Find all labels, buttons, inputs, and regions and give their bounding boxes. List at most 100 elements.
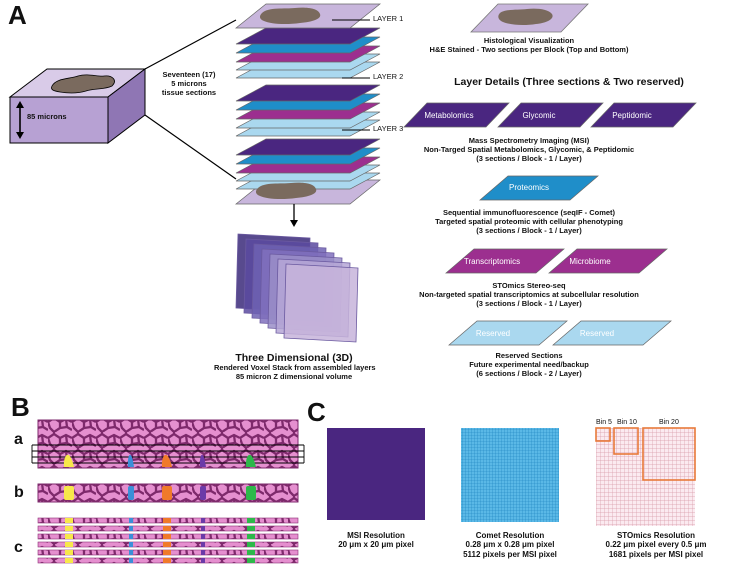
cell-marker-c — [201, 550, 205, 555]
peptidomic-section — [590, 102, 697, 128]
down-arrow-head — [290, 220, 298, 227]
panel-b-diagram — [31, 419, 305, 564]
stomics-line-3: (3 sections / Block - 1 / Layer) — [476, 298, 582, 308]
proteomics-section — [479, 175, 599, 201]
stomics-bin-grid — [595, 427, 696, 526]
tissue-block — [8, 67, 147, 145]
label-transcriptomics: Transcriptomics — [463, 257, 521, 266]
panel-b-row-a: a — [14, 431, 23, 448]
three-d-caption: Three Dimensional (3D) Rendered Voxel St… — [214, 352, 376, 382]
cell-marker-a — [63, 454, 74, 467]
top-section-tissue — [259, 7, 321, 25]
he-caption: Histological Visualization H&E Stained -… — [421, 36, 637, 55]
microbiome-section — [548, 248, 668, 274]
metabolomics-section — [403, 102, 510, 128]
bin-20-label: Bin 20 — [659, 419, 679, 426]
cell-marker-c — [163, 518, 171, 523]
comet-resolution-title: Comet Resolution — [475, 531, 545, 540]
msi-resolution-caption: MSI Resolution 20 μm x 20 μm pixel — [306, 531, 446, 550]
comet-line-2: Targeted spatial proteomic with cellular… — [435, 216, 623, 226]
section-stack — [235, 3, 381, 205]
comet-resolution-line-1: 0.28 μm x 0.28 μm pixel — [465, 540, 555, 550]
cell-marker-c — [163, 526, 171, 531]
sections-line-3: tissue sections — [161, 87, 217, 97]
cell-marker-c — [163, 534, 171, 539]
cell-marker-c — [129, 518, 133, 523]
cell-marker-c — [129, 534, 133, 539]
bottom-section-tissue — [255, 182, 317, 200]
msi-resolution-title: MSI Resolution — [347, 531, 405, 540]
label-metabolomics: Metabolomics — [424, 111, 474, 120]
panel-label-b: B — [11, 392, 30, 422]
label-peptidomic: Peptidomic — [612, 111, 652, 120]
cell-marker-c — [129, 542, 133, 547]
he-section-icon — [470, 3, 589, 33]
cell-marker-c — [201, 518, 205, 523]
msi-line-3: (3 sections / Block - 1 / Layer) — [476, 153, 582, 163]
cell-marker-c — [201, 558, 205, 563]
panel-label-c: C — [307, 397, 326, 427]
cell-marker-c — [65, 542, 73, 547]
cell-marker-c — [163, 542, 171, 547]
cell-marker-b — [162, 486, 172, 500]
cell-marker-c — [163, 550, 171, 555]
msi-line-1: Mass Spectrometry Imaging (MSI) — [468, 136, 590, 145]
bin-5-label: Bin 5 — [596, 419, 612, 426]
layer-1-label: LAYER 1 — [373, 14, 404, 23]
stack-section — [235, 84, 381, 102]
cell-marker-c — [129, 558, 133, 563]
cell-marker-c — [65, 558, 73, 563]
cell-marker-a — [245, 454, 256, 467]
reserved-section-2 — [552, 320, 672, 346]
layer-2-label: LAYER 2 — [373, 72, 404, 81]
sections-line-1: Seventeen (17) — [162, 70, 216, 79]
cell-marker-c — [247, 542, 255, 547]
cell-marker-b — [200, 486, 206, 500]
stomics-resolution-caption: STOmics Resolution 0.22 μm pixel every 0… — [586, 531, 726, 559]
cell-marker-c — [247, 558, 255, 563]
stomics-resolution-line-2: 1681 pixels per MSI pixel — [608, 549, 704, 559]
cell-marker-c — [163, 558, 171, 563]
cell-marker-b — [246, 486, 256, 500]
cell-marker-c — [201, 542, 205, 547]
block-thickness-label: 85 microns — [27, 112, 67, 121]
bin-10-label: Bin 10 — [617, 419, 637, 426]
msi-line-2: Non-Targed Spatial Metabolomics, Glycomi… — [423, 144, 635, 154]
three-d-line-1: Rendered Voxel Stack from assembled laye… — [214, 363, 376, 373]
panel-b-row-b: b — [14, 484, 24, 501]
cell-marker-c — [65, 518, 73, 523]
cell-marker-c — [247, 526, 255, 531]
voxel-layer — [283, 263, 359, 343]
msi-pixel-square — [327, 428, 425, 520]
transcriptomics-section — [445, 248, 565, 274]
cell-marker-c — [65, 550, 73, 555]
layer-detail-icons — [403, 102, 697, 346]
comet-line-3: (3 sections / Block - 1 / Layer) — [476, 225, 582, 235]
label-glycomic: Glycomic — [522, 111, 556, 120]
stack-section — [235, 138, 381, 156]
comet-resolution-caption: Comet Resolution 0.28 μm x 0.28 μm pixel… — [440, 531, 580, 559]
panel-label-a: A — [8, 0, 27, 30]
cell-marker-a — [161, 454, 172, 467]
reserved-line-1: Reserved Sections — [495, 351, 563, 360]
comet-line-1: Sequential immunofluorescence (seqIF - C… — [442, 208, 616, 217]
cell-marker-c — [129, 526, 133, 531]
cell-marker-c — [247, 518, 255, 523]
cell-marker-b — [128, 486, 134, 500]
sections-description: Seventeen (17) 5 microns tissue sections — [152, 70, 226, 98]
voxel-stack-icon — [235, 233, 359, 343]
he-line-1: Histological Visualization — [483, 36, 575, 45]
cell-marker-c — [201, 534, 205, 539]
label-reserved-1: Reserved — [475, 329, 511, 338]
label-proteomics: Proteomics — [508, 183, 549, 192]
panel-b-row-c: c — [14, 539, 23, 556]
msi-caption: Mass Spectrometry Imaging (MSI) Non-Targ… — [421, 136, 637, 164]
stomics-resolution-line-1: 0.22 μm pixel every 0.5 μm — [605, 540, 707, 550]
reserved-line-2: Future experimental need/backup — [469, 359, 589, 369]
glycomic-section — [497, 102, 604, 128]
sections-line-2: 5 microns — [171, 78, 207, 88]
he-line-2: H&E Stained - Two sections per Block (To… — [429, 44, 629, 54]
comet-caption: Sequential immunofluorescence (seqIF - C… — [421, 208, 637, 236]
cell-marker-c — [247, 550, 255, 555]
